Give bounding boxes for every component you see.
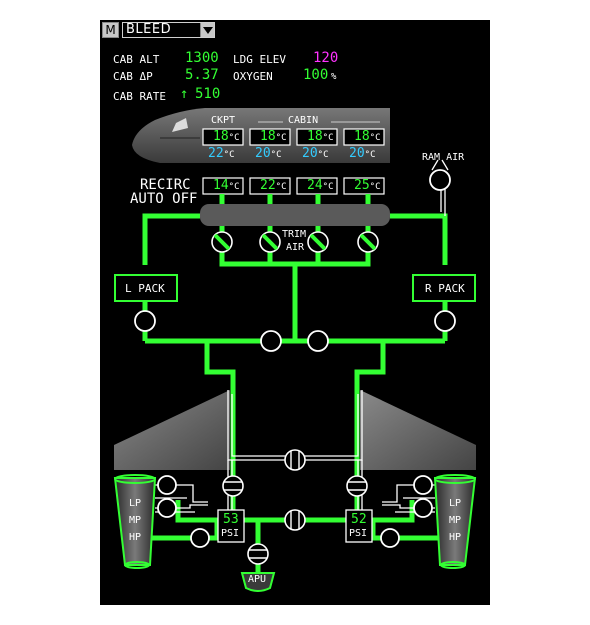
cab-alt-value: 1300 [185, 50, 219, 66]
right-engine-hp-label: HP [449, 532, 462, 543]
left-psi-box [217, 509, 245, 543]
cab-dp-label: CAB ΔP [113, 70, 153, 83]
right-bleed-psi-value: 52 [351, 512, 367, 527]
trim-air-label-1: TRIM [282, 229, 307, 240]
right-engine-lp-label: LP [449, 498, 462, 509]
left-bleed-psi-unit: PSI [221, 528, 240, 539]
cab-rate-value: 510 [195, 86, 221, 102]
recirc-status: AUTO OFF [130, 191, 198, 207]
right-psi-box [345, 509, 373, 543]
left-bleed-psi-value: 53 [223, 512, 239, 527]
ckpt-target-temp: 18°C [213, 129, 240, 144]
cab-rate-label: CAB RATE [113, 90, 166, 103]
left-pack-label: L PACK [125, 282, 165, 295]
cabin-fwd-actual-temp: 20°C [255, 146, 282, 161]
right-pack-box [412, 274, 476, 302]
ldg-elev-value: 120 [313, 50, 339, 66]
ckpt-actual-temp: 22°C [208, 146, 235, 161]
oxygen-label: OXYGEN [233, 70, 273, 83]
trim-air-label-2: AIR [286, 242, 305, 253]
oxygen-value: 100 [303, 67, 329, 83]
menu-button[interactable]: M [102, 22, 119, 38]
right-wing-graphic [360, 390, 476, 470]
ram-air-label: RAM AIR [422, 152, 465, 163]
ckpt-duct-temp: 14°C [213, 178, 240, 193]
cabin-mid-actual-temp: 20°C [302, 146, 329, 161]
left-engine-lp-label: LP [129, 498, 142, 509]
apu-graphic [240, 572, 276, 592]
bleed-valves [222, 449, 368, 565]
trim-air-valve-position [213, 233, 377, 251]
oxygen-unit: % [331, 72, 337, 82]
title-bar: M BLEED [100, 20, 490, 40]
cabin-temp-boxes [202, 128, 385, 195]
recirc-manifold [200, 204, 390, 226]
left-engine-mp-label: MP [129, 515, 142, 526]
left-wing-graphic [114, 390, 230, 470]
isolation-valves [134, 169, 456, 548]
right-engine-mp-label: MP [449, 515, 462, 526]
cabin-aft-duct-temp: 25°C [354, 178, 381, 193]
cab-alt-label: CAB ALT [113, 53, 160, 66]
bleed-schematic [113, 108, 477, 592]
cabin-fwd-duct-temp: 22°C [260, 178, 287, 193]
cabin-aft-actual-temp: 20°C [349, 146, 376, 161]
right-bleed-psi-unit: PSI [349, 528, 368, 539]
apu-label: APU [248, 574, 267, 585]
ldg-elev-label: LDG ELEV [233, 53, 286, 66]
duct-links [219, 194, 371, 204]
cabin-fwd-target-temp: 18°C [260, 129, 287, 144]
right-pack-label: R PACK [425, 282, 465, 295]
cabin-mid-duct-temp: 24°C [307, 178, 334, 193]
page-select-dropdown[interactable]: BLEED [122, 22, 215, 38]
cab-dp-value: 5.37 [185, 67, 219, 83]
recirc-label: RECIRC [140, 177, 191, 193]
cab-rate-arrow-icon: ↑ [180, 86, 189, 102]
ckpt-label: CKPT [211, 115, 236, 126]
cabin-label: CABIN [288, 115, 319, 126]
page-select-label: BLEED [126, 22, 172, 37]
chevron-down-icon[interactable] [200, 23, 214, 37]
left-pack-box [114, 274, 178, 302]
bleed-synoptic-display: M BLEED [100, 20, 490, 605]
left-engine-hp-label: HP [129, 532, 142, 543]
right-engine-graphic [433, 474, 477, 569]
cabin-mid-target-temp: 18°C [307, 129, 334, 144]
left-engine-graphic [113, 474, 157, 569]
cabin-aft-target-temp: 18°C [354, 129, 381, 144]
